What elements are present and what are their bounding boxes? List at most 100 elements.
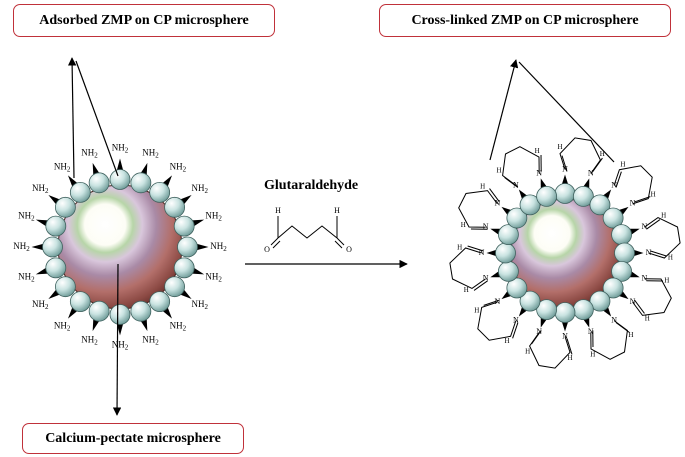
- imine-double-bond: [634, 299, 645, 314]
- imine-nitrogen: N: [495, 199, 501, 208]
- bond-wedge: [31, 243, 44, 251]
- zmp-bead: [554, 302, 576, 323]
- imine-double-bond: [561, 155, 568, 172]
- imine-nitrogen: N: [642, 222, 648, 231]
- zmp-bead: [506, 207, 528, 229]
- imine-nitrogen: N: [611, 180, 617, 189]
- imine-double-bond: [473, 280, 488, 291]
- zmp-bead: [164, 276, 186, 298]
- zmp-bead: [54, 196, 76, 218]
- imine-hydrogen: H: [668, 254, 673, 262]
- arrow-to-adsorbed-label: [67, 57, 77, 179]
- imine-double-bond: [615, 322, 630, 333]
- bond-wedge: [196, 243, 209, 251]
- crosslink-chain: [458, 190, 498, 228]
- imine-nitrogen: N: [588, 168, 594, 177]
- imine-double-bond: [634, 196, 651, 203]
- imine-nitrogen: N: [495, 297, 501, 306]
- zmp-bead: [149, 291, 171, 313]
- imine-hydrogen: H: [525, 347, 530, 355]
- pointer-line: [518, 61, 615, 163]
- amine-group-label: NH2: [170, 161, 187, 173]
- crosslink-chain: [613, 165, 653, 205]
- adsorbed-zmp-label: Adsorbed ZMP on CP microsphere: [13, 4, 275, 37]
- zmp-bead: [88, 172, 110, 194]
- amine-group-label: NH2: [18, 272, 35, 284]
- zmp-bead: [572, 186, 594, 207]
- zmp-bead: [602, 207, 624, 229]
- zmp-bead: [177, 236, 198, 258]
- carbon-chain: [277, 225, 338, 239]
- bond-wedge: [633, 249, 644, 257]
- imine-hydrogen: H: [600, 150, 605, 158]
- amine-group-label: NH2: [112, 143, 129, 155]
- imine-nitrogen: N: [483, 274, 489, 283]
- imine-nitrogen: N: [562, 331, 568, 340]
- bond-wedge: [191, 219, 205, 227]
- imine-double-bond: [467, 245, 484, 252]
- imine-double-bond: [489, 188, 500, 203]
- zmp-bead: [602, 277, 624, 299]
- imine-double-bond: [504, 177, 519, 188]
- arrow-to-crosslinked-label: [489, 59, 519, 161]
- imine-double-bond: [592, 157, 603, 172]
- zmp-bead: [611, 224, 632, 246]
- amine-group-label: NH2: [32, 299, 49, 311]
- imine-nitrogen: N: [562, 164, 568, 173]
- amine-group-label: NH2: [210, 241, 227, 253]
- zmp-bead: [536, 299, 558, 320]
- amine-group-label: NH2: [191, 183, 208, 195]
- amine-group-label: NH2: [205, 272, 222, 284]
- bond-wedge: [92, 162, 100, 176]
- crosslink-chain: [529, 332, 571, 369]
- imine-hydrogen: H: [464, 286, 469, 294]
- co-double-bond: [272, 240, 281, 249]
- bond-wedge: [561, 174, 569, 185]
- bond-wedge: [35, 219, 49, 227]
- zmp-bead: [130, 172, 152, 194]
- bond-wedge: [191, 267, 205, 275]
- zmp-bead: [498, 260, 519, 282]
- aldehyde-hydrogen: H: [334, 206, 340, 215]
- imine-hydrogen: H: [645, 315, 650, 323]
- zmp-bead: [611, 260, 632, 282]
- imine-hydrogen: H: [628, 331, 633, 339]
- imine-hydrogen: H: [535, 147, 540, 155]
- zmp-bead: [130, 300, 152, 322]
- imine-nitrogen: N: [588, 327, 594, 336]
- calcium-pectate-core: [510, 198, 620, 308]
- zmp-bead: [554, 183, 576, 204]
- zmp-bead: [109, 169, 131, 190]
- zmp-bead: [173, 215, 195, 237]
- zmp-bead: [164, 196, 186, 218]
- crosslink-chain: [502, 146, 540, 186]
- amine-group-label: NH2: [142, 335, 159, 347]
- zmp-bead: [45, 215, 67, 237]
- calcium-pectate-core: [57, 184, 183, 310]
- zmp-bead: [69, 181, 91, 203]
- zmp-bead: [572, 299, 594, 320]
- imine-nitrogen: N: [630, 199, 636, 208]
- amine-group-label: NH2: [81, 335, 98, 347]
- bond-wedge: [486, 249, 497, 257]
- amine-group-label: NH2: [205, 211, 222, 223]
- amine-group-label: NH2: [13, 241, 30, 253]
- amine-group-label: NH2: [18, 211, 35, 223]
- zmp-bead: [536, 186, 558, 207]
- crosslinked-zmp-label: Cross-linked ZMP on CP microsphere: [379, 4, 671, 37]
- imine-hydrogen: H: [664, 276, 669, 284]
- pointer-arrows: [67, 57, 615, 416]
- bond-wedge: [561, 321, 569, 332]
- bond-wedge: [140, 162, 148, 176]
- zmp-bead: [173, 257, 195, 279]
- amine-group-label: NH2: [54, 161, 71, 173]
- imine-double-bond: [566, 338, 573, 355]
- imine-double-bond: [483, 299, 500, 306]
- amine-group-label: NH2: [142, 147, 159, 159]
- pointer-line: [75, 60, 119, 177]
- imine-nitrogen: N: [536, 168, 542, 177]
- imine-hydrogen: H: [620, 160, 625, 168]
- crosslink-chain: [644, 217, 681, 259]
- zmp-bead: [45, 257, 67, 279]
